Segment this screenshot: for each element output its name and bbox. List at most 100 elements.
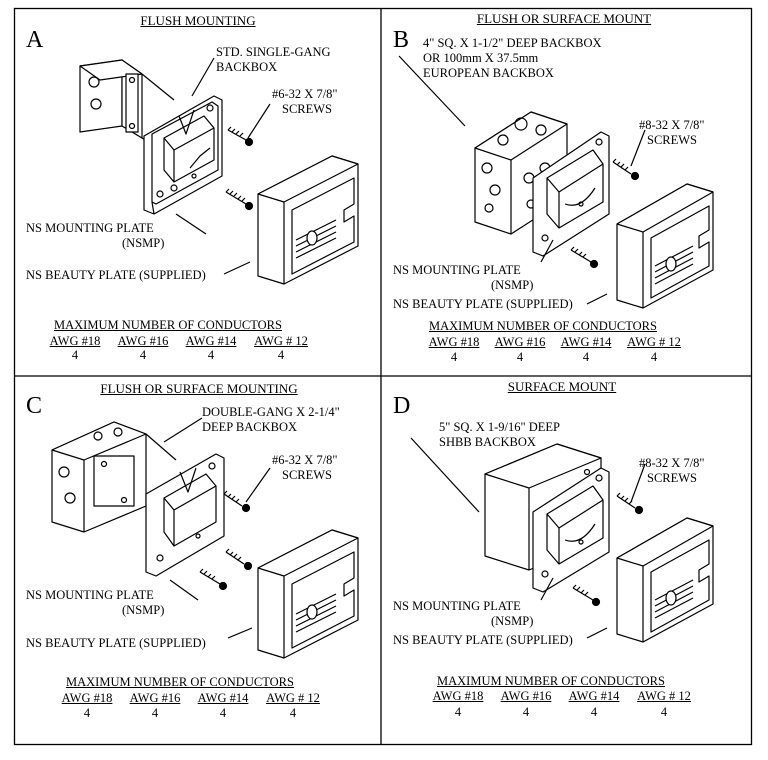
- screw-label-line-2: SCREWS: [282, 468, 333, 482]
- awg-18-count: 4: [71, 348, 79, 362]
- screw-label-line-1: #8-32 X 7/8": [639, 118, 705, 132]
- conductor-heading: MAXIMUM NUMBER OF CONDUCTORS: [429, 319, 657, 333]
- panel-a: A FLUSH MOUNTING STD. SINGLE-GANG BACKBO…: [14, 8, 381, 376]
- screw-label-line-1: #6-32 X 7/8": [272, 453, 338, 467]
- awg-18-label: AWG #18: [61, 691, 113, 705]
- beauty-plate-label: NS BEAUTY PLATE (SUPPLIED): [26, 636, 206, 650]
- mounting-plate-label-line-1: NS MOUNTING PLATE: [26, 221, 154, 235]
- awg-16-count: 4: [522, 705, 530, 719]
- panel-letter: D: [393, 393, 411, 419]
- backbox-label-line-1: STD. SINGLE-GANG: [216, 45, 331, 59]
- awg-18-label: AWG #18: [432, 689, 484, 703]
- mounting-plate-drawing: [532, 467, 610, 593]
- backbox-label-line-2: OR 100mm X 37.5mm: [423, 51, 539, 65]
- awg-18-label: AWG #18: [428, 335, 480, 349]
- panel-letter: C: [26, 393, 43, 419]
- awg-14-label: AWG #14: [185, 334, 237, 348]
- mounting-plate-drawing: [532, 131, 610, 257]
- mounting-plate-label-line-2: (NSMP): [122, 236, 165, 250]
- screws-drawing: [199, 490, 253, 591]
- screw-label-line-1: #6-32 X 7/8": [272, 87, 338, 101]
- awg-18-count: 4: [454, 705, 462, 719]
- beauty-plate-label: NS BEAUTY PLATE (SUPPLIED): [393, 297, 573, 311]
- backbox-label-line-1: 5" SQ. X 1-9/16" DEEP: [439, 420, 560, 434]
- mounting-plate-drawing: [143, 95, 223, 215]
- screw-label-line-2: SCREWS: [647, 471, 698, 485]
- backbox-label-line-2: DEEP BACKBOX: [202, 420, 298, 434]
- awg-16-count: 4: [516, 350, 524, 364]
- awg-12-count: 4: [650, 350, 658, 364]
- conductor-heading: MAXIMUM NUMBER OF CONDUCTORS: [54, 318, 282, 332]
- leader-lines: [163, 417, 271, 639]
- conductor-heading: MAXIMUM NUMBER OF CONDUCTORS: [437, 674, 665, 688]
- mounting-plate-label-line-1: NS MOUNTING PLATE: [393, 263, 521, 277]
- double-gang-backbox-drawing: [51, 421, 177, 533]
- awg-12-label: AWG # 12: [266, 691, 320, 705]
- panel-title: FLUSH MOUNTING: [140, 13, 256, 28]
- conductor-heading: MAXIMUM NUMBER OF CONDUCTORS: [66, 675, 294, 689]
- single-gang-backbox-drawing: [79, 59, 175, 159]
- awg-14-label: AWG #14: [568, 689, 620, 703]
- awg-16-count: 4: [139, 348, 147, 362]
- awg-18-count: 4: [83, 706, 91, 720]
- awg-14-count: 4: [590, 705, 598, 719]
- awg-14-label: AWG #14: [560, 335, 612, 349]
- screw-label-line-1: #8-32 X 7/8": [639, 456, 705, 470]
- awg-16-count: 4: [151, 706, 159, 720]
- mounting-plate-label-line-1: NS MOUNTING PLATE: [393, 599, 521, 613]
- backbox-label-line-2: BACKBOX: [216, 60, 278, 74]
- awg-12-count: 4: [289, 706, 297, 720]
- panel-c: C FLUSH OR SURFACE MOUNTING DOUBLE-GANG …: [14, 376, 381, 744]
- awg-12-label: AWG # 12: [627, 335, 681, 349]
- panel-letter: A: [26, 27, 44, 53]
- mounting-plate-label-line-2: (NSMP): [122, 603, 165, 617]
- panel-title: FLUSH OR SURFACE MOUNT: [476, 11, 652, 26]
- screw-label-line-2: SCREWS: [282, 102, 333, 116]
- panel-d: D SURFACE MOUNT 5" SQ. X 1-9/16" DEEP SH…: [381, 376, 751, 744]
- leader-lines: [175, 57, 271, 275]
- backbox-label-line-1: DOUBLE-GANG X 2-1/4": [202, 405, 340, 419]
- leader-lines: [398, 55, 646, 305]
- beauty-plate-drawing: [616, 517, 714, 643]
- screws-drawing: [225, 126, 254, 211]
- backbox-label-line-1: 4" SQ. X 1-1/2" DEEP BACKBOX: [423, 36, 602, 50]
- awg-16-label: AWG #16: [494, 335, 546, 349]
- panel-b-drawing: [398, 55, 714, 309]
- mounting-plate-label-line-1: NS MOUNTING PLATE: [26, 588, 154, 602]
- screws-drawing: [570, 158, 640, 269]
- awg-14-count: 4: [219, 706, 227, 720]
- awg-12-count: 4: [277, 348, 285, 362]
- beauty-plate-drawing: [257, 529, 359, 659]
- panel-c-drawing: [51, 417, 359, 659]
- panel-letter: B: [393, 27, 410, 53]
- awg-12-label: AWG # 12: [254, 334, 308, 348]
- awg-16-label: AWG #16: [117, 334, 169, 348]
- awg-16-label: AWG #16: [500, 689, 552, 703]
- panel-d-drawing: [410, 437, 714, 643]
- panel-b: B FLUSH OR SURFACE MOUNT 4" SQ. X 1-1/2"…: [381, 8, 751, 376]
- awg-16-label: AWG #16: [129, 691, 181, 705]
- beauty-plate-drawing: [616, 183, 714, 309]
- mounting-plate-label-line-2: (NSMP): [491, 278, 534, 292]
- leader-lines: [410, 437, 646, 639]
- awg-18-count: 4: [450, 350, 458, 364]
- beauty-plate-label: NS BEAUTY PLATE (SUPPLIED): [393, 633, 573, 647]
- panel-title: FLUSH OR SURFACE MOUNTING: [100, 381, 298, 396]
- awg-14-label: AWG #14: [197, 691, 249, 705]
- panel-title: SURFACE MOUNT: [507, 379, 617, 394]
- awg-12-label: AWG # 12: [637, 689, 691, 703]
- awg-12-count: 4: [660, 705, 668, 719]
- panel-a-drawing: [79, 57, 359, 285]
- beauty-plate-label: NS BEAUTY PLATE (SUPPLIED): [26, 268, 206, 282]
- backbox-label-line-3: EUROPEAN BACKBOX: [423, 66, 554, 80]
- backbox-label-line-2: SHBB BACKBOX: [439, 435, 536, 449]
- awg-18-label: AWG #18: [49, 334, 101, 348]
- awg-14-count: 4: [582, 350, 590, 364]
- mounting-plate-label-line-2: (NSMP): [491, 614, 534, 628]
- beauty-plate-drawing: [257, 155, 359, 285]
- screw-label-line-2: SCREWS: [647, 133, 698, 147]
- screws-drawing: [572, 492, 644, 607]
- mounting-plate-drawing: [145, 453, 225, 577]
